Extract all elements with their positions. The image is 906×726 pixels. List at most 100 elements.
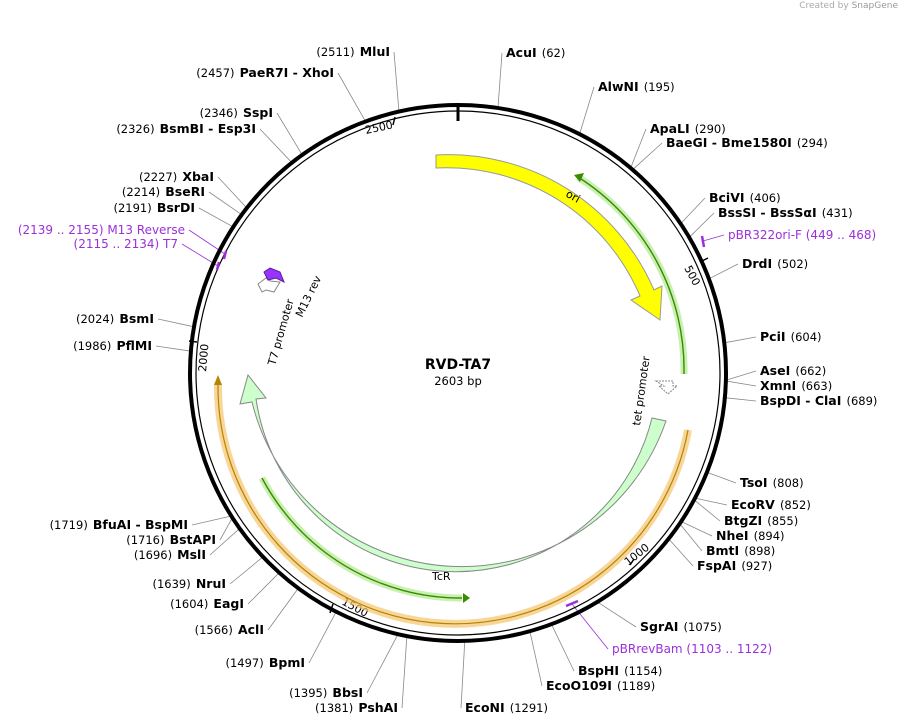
site-label: (2326) BsmBI - Esp3I xyxy=(116,118,256,137)
site-name: PaeR7I - XhoI xyxy=(240,65,334,80)
primer-label: pBR322ori-F (449 .. 468) xyxy=(728,228,876,242)
site-bsphi[interactable]: BspHI (1154) xyxy=(578,660,662,679)
site-alwni[interactable]: AlwNI (195) xyxy=(598,76,675,95)
site-bspdi[interactable]: BspDI - ClaI (689) xyxy=(760,390,877,409)
site-label: (2024) BsmI xyxy=(76,308,154,327)
site-name: BsmBI - Esp3I xyxy=(160,121,256,136)
site-bsrdi[interactable]: (2191) BsrDI xyxy=(113,197,195,216)
site-label: (1604) EagI xyxy=(170,593,244,612)
site-label: XmnI (663) xyxy=(760,375,832,394)
feature-t7-promoter[interactable]: T7 promoter xyxy=(257,277,297,368)
site-fspai[interactable]: FspAI (927) xyxy=(697,555,772,574)
site-ecoo109i[interactable]: EcoO109I (1189) xyxy=(546,675,655,694)
site-name: EcoRV xyxy=(731,497,775,512)
site-name: PflMI xyxy=(116,338,152,353)
site-bcivi[interactable]: BciVI (406) xyxy=(709,187,781,206)
site-name: BspHI xyxy=(578,663,619,678)
site-nhei[interactable]: NheI (894) xyxy=(716,525,785,544)
site-acui[interactable]: AcuI (62) xyxy=(506,42,565,61)
primer-tick-t7 xyxy=(215,261,221,271)
site-label: (1716) BstAPI xyxy=(126,529,216,548)
site-sgrai[interactable]: SgrAI (1075) xyxy=(640,616,722,635)
feature-m13-rev[interactable]: M13 rev xyxy=(263,267,324,319)
leader-line xyxy=(259,128,293,163)
leader-line xyxy=(551,624,575,672)
leader-line xyxy=(308,611,337,664)
leader-line xyxy=(208,191,242,216)
primer-leader-line xyxy=(702,234,725,242)
site-position: (662) xyxy=(795,364,826,378)
site-bsssi[interactable]: BssSI - BssSαI (431) xyxy=(718,202,853,221)
site-name: BseRI xyxy=(165,184,205,199)
leader-line xyxy=(632,142,663,170)
site-name: DrdI xyxy=(742,256,772,271)
primer-tick-pbrrevbam xyxy=(565,599,579,608)
site-name: SspI xyxy=(243,105,273,120)
site-sspi[interactable]: (2346) SspI xyxy=(200,102,273,121)
site-name: BspDI - ClaI xyxy=(760,393,841,408)
site-name: BfuAI - BspMI xyxy=(93,517,188,532)
site-name: AcuI xyxy=(506,45,537,60)
site-bfuai[interactable]: (1719) BfuAI - BspMI xyxy=(50,514,188,533)
site-pcii[interactable]: PciI (604) xyxy=(760,326,822,345)
site-asei[interactable]: AseI (662) xyxy=(760,360,826,379)
site-acli[interactable]: (1566) AclI xyxy=(195,619,264,638)
site-name: EagI xyxy=(213,596,244,611)
feature-tcr[interactable]: TcR xyxy=(239,373,667,583)
site-name: ApaLI xyxy=(650,121,690,136)
site-ecorv[interactable]: EcoRV (852) xyxy=(731,494,811,513)
leader-line xyxy=(155,345,191,352)
site-bsmi[interactable]: (2024) BsmI xyxy=(76,308,154,327)
site-position: (1716) xyxy=(126,533,164,547)
site-bbsi[interactable]: (1395) BbsI xyxy=(289,682,363,701)
site-eagi[interactable]: (1604) EagI xyxy=(170,593,244,612)
site-mlui[interactable]: (2511) MluI xyxy=(316,41,390,60)
site-btgzi[interactable]: BtgZI (855) xyxy=(724,510,798,529)
site-label: (2191) BsrDI xyxy=(113,197,195,216)
site-bmti[interactable]: BmtI (898) xyxy=(706,540,775,559)
site-xmni[interactable]: XmnI (663) xyxy=(760,375,832,394)
site-position: (2457) xyxy=(196,66,234,80)
leader-line xyxy=(694,497,728,506)
feature-ori[interactable]: ori xyxy=(435,154,663,321)
leader-line xyxy=(267,587,299,631)
site-position: (1154) xyxy=(624,664,662,678)
leader-line xyxy=(724,336,757,344)
site-bstapi[interactable]: (1716) BstAPI xyxy=(126,529,216,548)
site-label: (1381) PshAI xyxy=(315,697,398,716)
feature-tet-promoter[interactable]: tet promoter xyxy=(630,355,679,427)
site-position: (1189) xyxy=(617,679,655,693)
site-name: BaeGI - Bme1580I xyxy=(666,135,792,150)
orange-arc-line xyxy=(217,382,689,625)
site-msli[interactable]: (1696) MslI xyxy=(134,544,206,563)
site-label: (1986) PflMI xyxy=(73,335,152,354)
site-apali[interactable]: ApaLI (290) xyxy=(650,118,726,137)
site-paer7i[interactable]: (2457) PaeR7I - XhoI xyxy=(196,62,334,81)
site-tsoi[interactable]: TsoI (808) xyxy=(740,472,804,491)
leader-line xyxy=(497,52,503,109)
site-econi[interactable]: EcoNI (1291) xyxy=(465,697,548,716)
site-baegi[interactable]: BaeGI - Bme1580I (294) xyxy=(666,132,828,151)
site-name: BssSI - BssSαI xyxy=(718,205,817,220)
leader-line xyxy=(579,86,595,135)
site-position: (1395) xyxy=(289,686,327,700)
site-bsmbi[interactable]: (2326) BsmBI - Esp3I xyxy=(116,118,256,137)
primer-pbrrevbam[interactable]: pBRrevBam (1103 .. 1122) xyxy=(612,642,772,656)
site-drdi[interactable]: DrdI (502) xyxy=(742,253,808,272)
site-pshai[interactable]: (1381) PshAI xyxy=(315,697,398,716)
site-nrui[interactable]: (1639) NruI xyxy=(152,573,226,592)
site-position: (894) xyxy=(754,529,785,543)
site-bseri[interactable]: (2214) BseRI xyxy=(122,181,205,200)
primer-m13-reverse[interactable]: (2139 .. 2155) M13 Reverse xyxy=(18,223,185,237)
site-name: BtgZI xyxy=(724,513,762,528)
site-xbai[interactable]: (2227) XbaI xyxy=(139,166,214,185)
primer-t7[interactable]: (2115 .. 2134) T7 xyxy=(74,237,178,251)
feature-label-tcr: TcR xyxy=(431,570,451,583)
site-position: (2214) xyxy=(122,185,160,199)
primer-label: pBRrevBam (1103 .. 1122) xyxy=(612,642,772,656)
site-bpmi[interactable]: (1497) BpmI xyxy=(226,652,306,671)
site-pflmi[interactable]: (1986) PflMI xyxy=(73,335,152,354)
site-label: BtgZI (855) xyxy=(724,510,798,529)
primer-pbr322ori-f[interactable]: pBR322ori-F (449 .. 468) xyxy=(728,228,876,242)
leader-line xyxy=(198,207,234,228)
